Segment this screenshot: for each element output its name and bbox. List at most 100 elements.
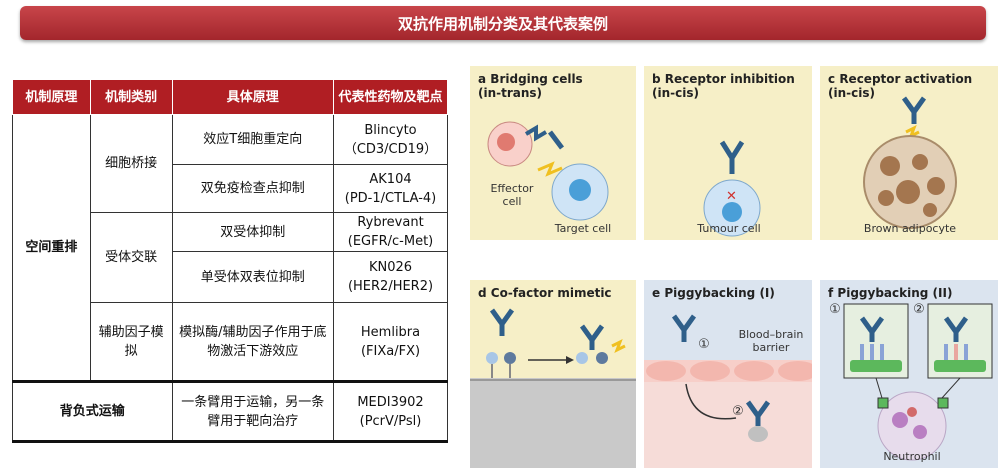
antibody-icon (671, 314, 697, 342)
lipid-droplet (880, 156, 900, 176)
category-cell-receptor-crosslink: 受体交联 (89, 212, 173, 303)
category-cell-cofactor: 辅助因子模拟 (89, 302, 173, 382)
effector-nucleus (497, 133, 515, 151)
drug-target: (PcrV/Psl) (359, 413, 422, 429)
tumour-cell-label: Tumour cell (697, 222, 761, 235)
panel-title: Receptor inhibition (664, 72, 795, 86)
antibody-icon (489, 308, 515, 336)
header-mechanism-principle: 机制原理 (12, 79, 91, 115)
adipocyte-label: Brown adipocyte (863, 222, 957, 235)
panel-letter: e (652, 286, 661, 300)
panel-letter: c (828, 72, 836, 86)
principle-cell: 单受体双表位抑制 (171, 251, 335, 303)
drug-cell: Rybrevant (EGFR/c-Met) (333, 212, 448, 252)
panel-subtitle: (in-trans) (478, 86, 543, 100)
drug-target: (EGFR/c-Met) (347, 234, 434, 249)
panel-cofactor-mimetic: d Co-factor mimetic (470, 280, 636, 468)
effector-cell-label: Effector cell (490, 182, 534, 208)
table-row: 空间重排 细胞桥接 效应T细胞重定向 Blincyto（CD3/CD19） (12, 114, 448, 382)
antibody-icon (579, 324, 605, 350)
mechanism-table: 机制原理 机制类别 具体原理 代表性药物及靶点 空间重排 细胞桥接 效应T细胞重… (12, 79, 448, 443)
antibody-icon (745, 400, 771, 426)
drug-target: （CD3/CD19） (343, 141, 438, 157)
barrier-label: Blood–brain barrier (738, 328, 804, 354)
antibody-icon (901, 96, 927, 124)
drug-cell: MEDI3902(PcrV/Psl) (333, 380, 448, 442)
group-cell-spatial-rearrangement: 空间重排 (12, 114, 91, 382)
panel-letter: b (652, 72, 661, 86)
lipid-droplet (896, 180, 920, 204)
panel-piggybacking-2: f Piggybacking (II) ① ② Neutrophil (820, 280, 998, 468)
panel-letter: a (478, 72, 487, 86)
panel-receptor-inhibition: b Receptor inhibition(in-cis) ✕ Tumour c… (644, 66, 812, 240)
receptor-activation-illustration (863, 96, 957, 229)
target-cell-label: Target cell (554, 222, 612, 235)
principle-cell: 效应T细胞重定向 (171, 114, 335, 165)
membrane-surface (470, 378, 636, 468)
lightning-icon (611, 338, 626, 354)
page-title: 双抗作用机制分类及其代表案例 (20, 6, 986, 40)
drug-name: KN026 (368, 260, 413, 275)
header-drug-target: 代表性药物及靶点 (333, 79, 448, 115)
header-mechanism-category: 机制类别 (89, 79, 173, 115)
neutrophil-shape (877, 391, 947, 461)
panel-letter: d (478, 286, 487, 300)
piggybacking-2-illustration (843, 303, 993, 461)
panel-piggybacking-1: e Piggybacking (I) ① ② Blood–brain barri… (644, 280, 812, 468)
principle-cell: 模拟酶/辅助因子作用于底物激活下游效应 (171, 302, 335, 382)
lipid-droplet (927, 177, 945, 195)
panel-title: Piggybacking (I) (664, 286, 775, 300)
drug-cell: KN026 (HER2/HER2) (333, 251, 448, 303)
drug-name: AK104 (369, 171, 412, 187)
category-cell-bridging: 细胞桥接 (89, 114, 173, 213)
antibody-arm-icon (524, 124, 548, 142)
panel-subtitle: (in-cis) (828, 86, 875, 100)
drug-target: (FIXa/FX) (360, 343, 421, 359)
table-row: 单受体双表位抑制 KN026 (HER2/HER2) (13, 251, 448, 303)
table-row: 背负式运输 一条臂用于运输，另一条臂用于靶向治疗 MEDI3902(PcrV/P… (12, 380, 448, 442)
panel-receptor-activation: c Receptor activation(in-cis) Brown adip… (820, 66, 998, 240)
table-row: 受体交联 双受体抑制 Rybrevant(EGFR/c-Met) (13, 212, 448, 303)
receptor-inhibition-illustration: ✕ (703, 140, 761, 237)
panel-title: Bridging cells (490, 72, 583, 86)
antibody-stem-icon (548, 130, 564, 150)
lightning-icon (905, 124, 920, 140)
factor-dot (504, 352, 516, 364)
step-1-marker: ① (829, 302, 841, 317)
drug-target: (PD-1/CTLA-4) (344, 190, 437, 206)
drug-cell: Hemlibra (FIXa/FX) (333, 302, 448, 382)
panel-title: Receptor activation (839, 72, 973, 86)
drug-name: Rybrevant (357, 215, 424, 230)
factor-dot (486, 352, 498, 364)
cross-icon: ✕ (726, 189, 737, 204)
tumour-nucleus (722, 202, 742, 222)
panel-letter: f (828, 286, 834, 300)
piggybacking-1-illustration (644, 314, 812, 468)
antibody-icon (719, 140, 745, 160)
surface-marker (937, 397, 949, 409)
principle-cell: 双免疫检查点抑制 (171, 164, 335, 213)
step-2-marker: ② (913, 302, 925, 317)
table-header-row: 机制原理 机制类别 具体原理 代表性药物及靶点 (12, 79, 448, 115)
lightning-icon (537, 161, 563, 177)
drug-name: Hemlibra (360, 324, 421, 340)
table-row: 辅助因子模拟 模拟酶/辅助因子作用于底物激活下游效应 Hemlibra (FIXa… (13, 302, 448, 382)
lipid-droplet (912, 154, 928, 170)
drug-cell: Blincyto（CD3/CD19） (333, 114, 448, 165)
neutrophil-label: Neutrophil (883, 450, 941, 463)
target-nucleus (569, 179, 591, 201)
drug-target: (HER2/HER2) (347, 279, 434, 294)
table-row: 双免疫检查点抑制 AK104 (PD-1/CTLA-4) (13, 164, 448, 213)
step-1-marker: ① (698, 337, 710, 352)
header-specific-principle: 具体原理 (171, 79, 335, 115)
group-cell-piggyback: 背负式运输 (12, 380, 173, 442)
surface-marker (877, 397, 889, 409)
step-2-marker: ② (732, 404, 744, 419)
lipid-droplet (923, 203, 937, 217)
bridging-cells-illustration (487, 121, 609, 221)
drug-cell: AK104 (PD-1/CTLA-4) (333, 164, 448, 213)
panel-subtitle: (in-cis) (652, 86, 699, 100)
lipid-droplet (878, 190, 894, 206)
panel-bridging-cells: a Bridging cells(in-trans) Effector cell… (470, 66, 636, 240)
cofactor-mimetic-illustration (470, 308, 636, 468)
